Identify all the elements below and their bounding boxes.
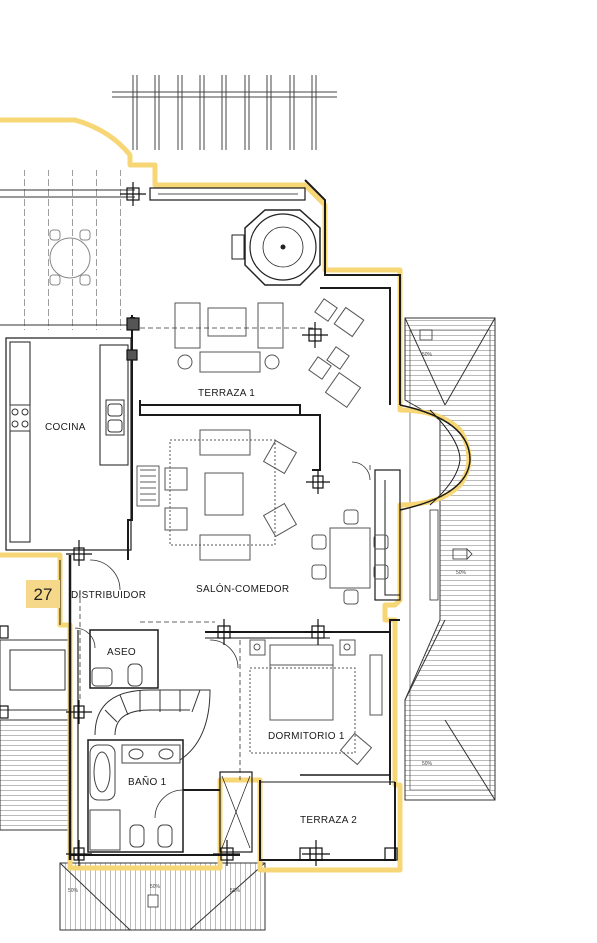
column-markers (0, 182, 398, 866)
roof-bottom: 50% 50% 50% (59, 862, 266, 931)
slope-label: 50% (68, 888, 79, 894)
kitchen-appliances (9, 399, 125, 436)
room-label-dormitorio-1: DORMITORIO 1 (268, 731, 345, 742)
windows (136, 465, 439, 601)
slope-label: 50% (422, 352, 433, 358)
kitchen-terrace (0, 170, 135, 330)
room-label-terraza-2: TERRAZA 2 (300, 815, 357, 826)
room-label-aseo: ASEO (107, 647, 136, 658)
room-label-distribuidor: DISTRIBUIDOR (71, 590, 146, 601)
slope-label: 50% (150, 884, 161, 890)
slope-label: 50% (230, 888, 241, 894)
room-label-terraza-1: TERRAZA 1 (198, 388, 255, 399)
bedroom-furniture (249, 639, 383, 766)
overhead-dashes (79, 327, 315, 780)
room-label-cocina: COCINA (45, 422, 86, 433)
slope-label: 50% (422, 761, 433, 767)
unit-number: 27 (34, 585, 53, 604)
stairs (94, 689, 211, 761)
bathroom-fixtures (89, 663, 181, 851)
slope-label: 50% (456, 570, 467, 576)
adjacent-unit (0, 639, 71, 831)
salon-furniture (164, 429, 389, 605)
unit-number-badge: 27 (26, 580, 60, 608)
roof-right: 50% 50% 50% (404, 317, 496, 801)
walls (5, 179, 471, 861)
room-label-salon-comedor: SALÓN-COMEDOR (196, 582, 289, 595)
door-swings (74, 461, 371, 819)
pergola (112, 75, 337, 150)
room-label-bano-1: BAÑO 1 (128, 775, 167, 788)
terrace-furniture (174, 298, 365, 408)
hot-tub (231, 209, 321, 286)
